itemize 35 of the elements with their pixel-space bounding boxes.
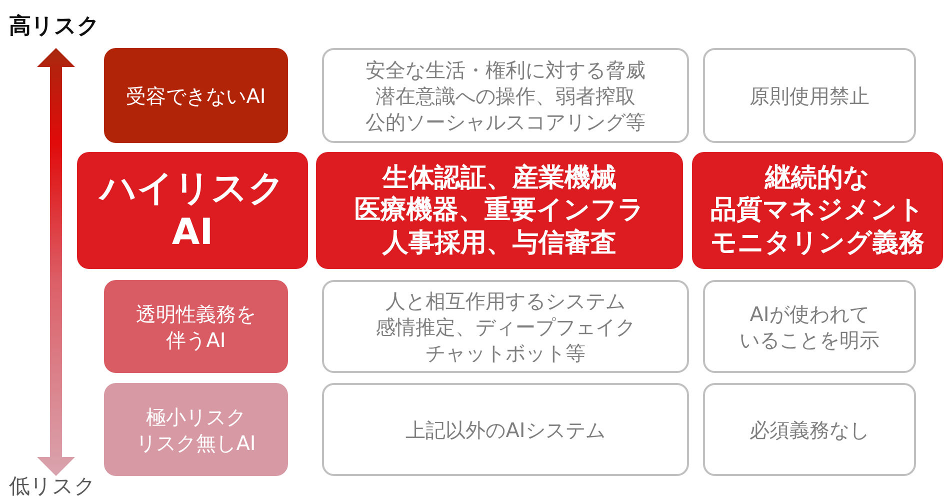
risk-level-label: リスク無しAI: [136, 430, 256, 456]
obligation-text: 継続的な: [765, 162, 870, 194]
obligation-text: 品質マネジメント: [710, 194, 924, 227]
risk-level-box: [104, 383, 288, 476]
example-box: [322, 48, 689, 143]
example-box: [322, 383, 689, 476]
obligation-text: 必須義務なし: [750, 416, 870, 442]
example-text: 潜在意識への操作、弱者搾取: [376, 82, 636, 108]
example-text: 安全な生活・権利に対する脅威: [366, 56, 646, 82]
example-text: チャットボット等: [426, 340, 586, 366]
risk-level-label: 受容できないAI: [126, 82, 266, 108]
example-text: 公的ソーシャルスコアリング等: [366, 108, 646, 134]
risk-level-box: [104, 280, 288, 373]
obligation-box: [692, 152, 943, 269]
high-risk-text: 人事採用、与信審査: [382, 226, 616, 259]
risk-level-label: ハイリスクAI: [97, 166, 286, 254]
example-text: 感情推定、ディープフェイク: [376, 314, 636, 340]
obligation-text: 原則使用禁止: [750, 82, 870, 108]
obligation-box: [703, 383, 916, 476]
high-risk-axis-label: 高リスク: [9, 14, 100, 40]
high-risk-text: 生体認証、産業機械: [382, 162, 616, 194]
low-risk-axis-label: 低リスク: [9, 474, 96, 500]
risk-level-label: 極小リスク: [146, 404, 246, 430]
obligation-box: [703, 280, 916, 373]
obligation-box: [703, 48, 916, 143]
example-text: 上記以外のAIシステム: [406, 416, 606, 442]
high-risk-box: [316, 152, 683, 269]
obligation-text: モニタリング義務: [710, 226, 924, 259]
high-risk-text: 医療機器、重要インフラ: [354, 194, 644, 227]
obligation-text: AIが使われていることを明示: [740, 300, 880, 352]
example-box: [322, 280, 689, 373]
risk-level-label: 透明性義務を伴うAI: [135, 300, 257, 352]
risk-level-box: [104, 48, 288, 143]
risk-level-box: [77, 152, 308, 269]
example-text: 人と相互作用するシステム: [386, 288, 626, 314]
